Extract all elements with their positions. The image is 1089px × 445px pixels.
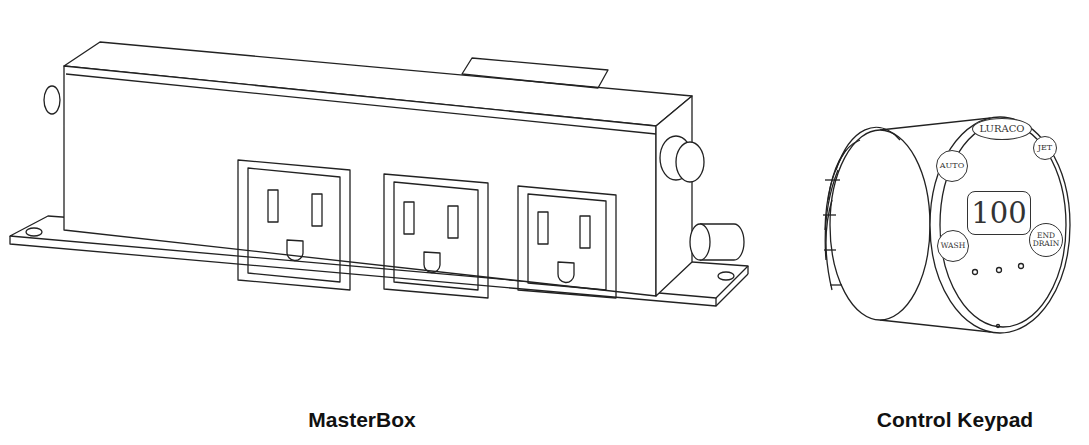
part-caption: MasterBox bbox=[308, 408, 415, 432]
button-label: END DRAIN bbox=[1033, 232, 1060, 248]
button-label: JET bbox=[1038, 144, 1052, 152]
button-label: AUTO bbox=[940, 162, 964, 170]
button-label: LURACO bbox=[979, 124, 1024, 135]
part-caption: Control Keypad bbox=[877, 408, 1033, 432]
keypad-drawing bbox=[823, 117, 1070, 333]
button-circle: LURACO bbox=[972, 118, 1032, 140]
button-label: WASH bbox=[941, 242, 965, 250]
button-label: 100 bbox=[971, 198, 1026, 228]
display-box: 100 bbox=[967, 191, 1030, 235]
masterbox-drawing bbox=[10, 42, 748, 306]
button-circle: JET bbox=[1033, 136, 1057, 160]
